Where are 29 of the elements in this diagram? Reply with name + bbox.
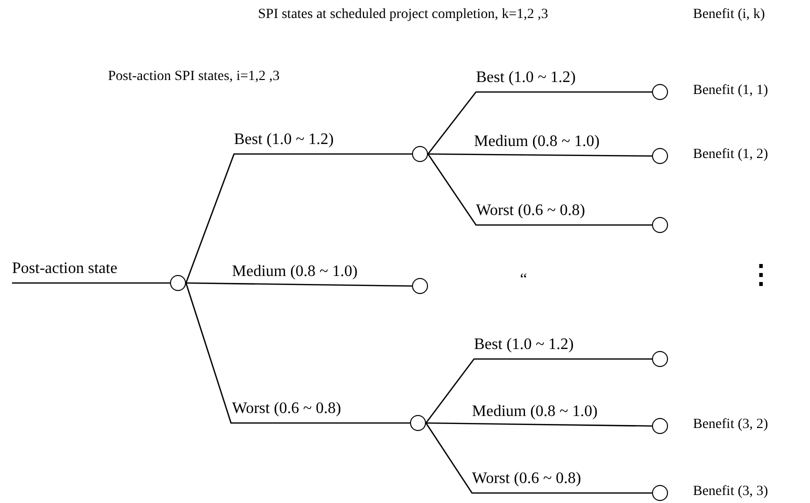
benefit-label: Benefit (1, 2): [693, 148, 768, 162]
benefit-label: Benefit (3, 2): [693, 418, 768, 432]
annotation-text: Benefit (i, k): [693, 8, 765, 22]
edge-label: Best (1.0 ~ 1.2): [474, 337, 574, 353]
benefit-label: Benefit (3, 3): [693, 485, 768, 499]
annotation-text: SPI states at scheduled project completion, k=1,2 ,3: [258, 8, 548, 22]
branch-line: [185, 282, 410, 424]
edge-label: Medium (0.8 ~ 1.0): [232, 264, 358, 280]
edge-label: Worst (0.6 ~ 0.8): [232, 401, 342, 417]
branch-line: [428, 153, 652, 157]
benefit-label: Benefit (1, 1): [693, 84, 768, 98]
branch-line: [427, 91, 652, 154]
branch-line: [186, 282, 412, 287]
edge-label: Medium (0.8 ~ 1.0): [472, 404, 598, 420]
edge-label: Post-action state: [12, 261, 118, 277]
annotation-text: Post-action SPI states, i=1,2 ,3: [108, 70, 280, 84]
branch-line: [427, 154, 652, 226]
branch-line: [12, 282, 170, 284]
branch-line: [425, 422, 652, 494]
annotation-text: “: [520, 272, 528, 288]
edge-label: Worst (0.6 ~ 0.8): [472, 471, 582, 487]
branch-line: [426, 422, 652, 427]
branch-line: [425, 358, 652, 424]
edge-label: Best (1.0 ~ 1.2): [476, 70, 576, 86]
edge-label: Best (1.0 ~ 1.2): [234, 132, 334, 148]
annotation-text: ⋮: [748, 262, 774, 288]
branch-line: [185, 153, 412, 284]
edge-label: Worst (0.6 ~ 0.8): [476, 203, 586, 219]
edge-label: Medium (0.8 ~ 1.0): [474, 134, 600, 150]
